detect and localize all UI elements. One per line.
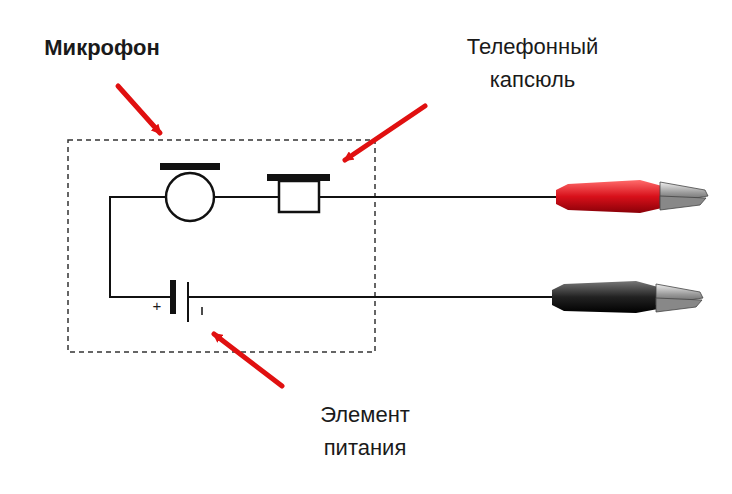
part-label: Телефонный капсюль [430, 30, 635, 96]
earphone-symbol [267, 174, 330, 212]
housing-outline [68, 140, 375, 352]
battery-symbol [170, 280, 202, 322]
red-clip [556, 180, 708, 213]
microphone-symbol [160, 163, 220, 221]
part-label: Элемент питания [290, 398, 440, 464]
wire [110, 197, 565, 297]
callout-arrow [118, 86, 425, 386]
part-label: Микрофон [22, 31, 182, 64]
black-clip [552, 281, 703, 313]
polarity-sign: + [150, 298, 164, 314]
